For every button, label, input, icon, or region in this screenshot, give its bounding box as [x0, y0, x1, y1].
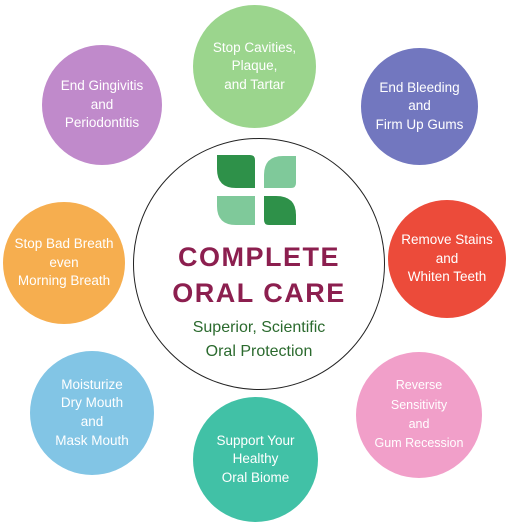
benefit-label: Reverse Sensitivity and Gum Recession — [374, 378, 464, 451]
benefit-stop-cavities: Stop Cavities, Plaque, and Tartar — [193, 5, 316, 128]
benefit-label: Stop Cavities, Plaque, and Tartar — [212, 39, 297, 92]
clover-leaf-top-left — [217, 155, 255, 188]
center-tagline-line2: Oral Protection — [205, 343, 313, 360]
benefit-end-bleeding: End Bleeding and Firm Up Gums — [361, 48, 478, 165]
benefit-remove-stains: Remove Stains and Whiten Teeth — [388, 200, 506, 318]
benefit-stop-bad-breath: Stop Bad Breath even Morning Breath — [3, 202, 125, 324]
four-leaf-clover-icon — [217, 155, 296, 225]
benefit-label: Support Your Healthy Oral Biome — [216, 432, 295, 485]
center-tagline-line1: Superior, Scientific — [192, 319, 326, 336]
clover-leaf-bottom-left — [217, 196, 255, 225]
center-circle — [133, 138, 385, 390]
center-title-line2: ORAL CARE — [172, 278, 346, 308]
benefit-label: Stop Bad Breath even Morning Breath — [14, 236, 114, 289]
center-title-line1: COMPLETE — [177, 242, 340, 272]
benefit-end-gingivitis: End Gingivitis and Periodontitis — [42, 45, 162, 165]
benefit-label: Remove Stains and Whiten Teeth — [401, 232, 493, 285]
benefit-moisturize-dry-mouth: Moisturize Dry Mouth and Mask Mouth — [30, 351, 154, 475]
benefit-reverse-sensitivity: Reverse Sensitivity and Gum Recession — [356, 352, 482, 478]
benefit-label: End Gingivitis and Periodontitis — [60, 78, 144, 131]
benefit-label: Moisturize Dry Mouth and Mask Mouth — [55, 376, 129, 448]
clover-leaf-top-right — [264, 156, 296, 188]
clover-leaf-bottom-right — [264, 196, 296, 225]
benefit-label: End Bleeding and Firm Up Gums — [375, 79, 464, 132]
benefit-support-oral-biome: Support Your Healthy Oral Biome — [193, 397, 318, 522]
